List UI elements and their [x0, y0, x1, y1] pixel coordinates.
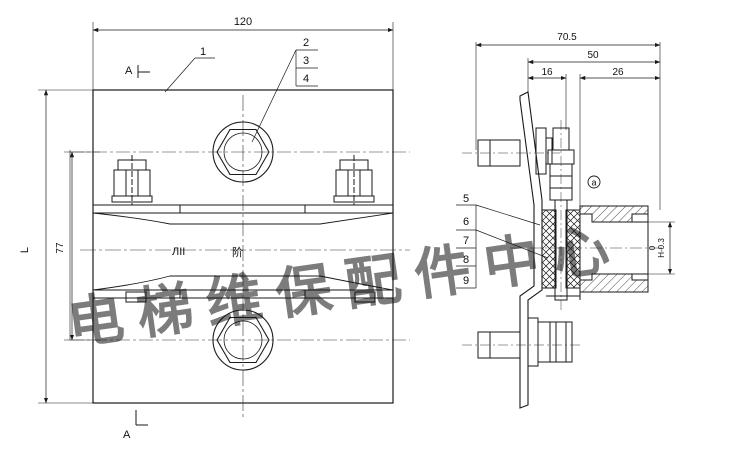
- watermark-text: 电梯维保配件中心: [64, 215, 627, 355]
- dimension-50-label: 50: [587, 50, 599, 61]
- callout-9-label: 9: [463, 275, 469, 287]
- note-a-label: a: [591, 178, 596, 188]
- section-marker-top: A: [125, 65, 150, 78]
- dimension-26-label: 26: [612, 67, 624, 78]
- callout-2-label: 2: [303, 37, 309, 49]
- dimension-overall-label: 70.5: [557, 32, 577, 43]
- section-label-bottom: A: [123, 429, 131, 441]
- callout-1-label: 1: [200, 46, 206, 58]
- center-fragment-left: ЛII: [172, 246, 185, 258]
- dimension-16-label: 16: [541, 67, 553, 78]
- dimension-height-label: L: [19, 247, 31, 253]
- center-fragment-right: 阶: [232, 245, 243, 259]
- small-bolt-left: [111, 155, 153, 205]
- dimension-overall: 70.5: [475, 32, 661, 210]
- dimension-inner-label: 77: [55, 242, 66, 254]
- tolerance-lower-label: H-0.3: [657, 238, 666, 258]
- stud-bolt-bottom: [462, 317, 580, 367]
- callout-3-label: 3: [303, 55, 309, 67]
- callout-5-label: 5: [463, 193, 469, 205]
- dimension-width: 120: [92, 16, 394, 95]
- stud-bolt-top: [462, 127, 560, 175]
- dimension-16: 16: [527, 67, 567, 130]
- shoe-lining: [541, 209, 557, 289]
- shoe-housing: [546, 205, 649, 300]
- hex-bolt-bottom: [212, 309, 274, 371]
- side-view: 70.5 50 16 26: [456, 32, 675, 409]
- section-marker-bottom: A: [123, 410, 148, 441]
- tolerance-upper-label: 0: [648, 245, 657, 250]
- small-bolt-right: [333, 155, 375, 205]
- callout-6-label: 6: [463, 216, 469, 228]
- callout-group-2-4: 2 3 4: [251, 37, 318, 143]
- dimension-width-label: 120: [234, 16, 252, 28]
- dimension-tolerance: 0 H-0.3: [648, 221, 675, 275]
- callout-group-5-9: 5 6 7 8 9: [456, 193, 549, 289]
- callout-8-label: 8: [463, 254, 469, 266]
- callout-4-label: 4: [303, 73, 309, 85]
- dimension-26: 26: [579, 67, 661, 210]
- hex-bolt-top: [212, 121, 274, 183]
- callout-1: 1: [164, 46, 215, 93]
- callout-7-label: 7: [463, 235, 469, 247]
- note-a-circle: [587, 175, 601, 189]
- dimension-height: L: [19, 89, 93, 404]
- front-view: 120 L 77: [19, 16, 410, 441]
- section-label-top: A: [125, 65, 133, 77]
